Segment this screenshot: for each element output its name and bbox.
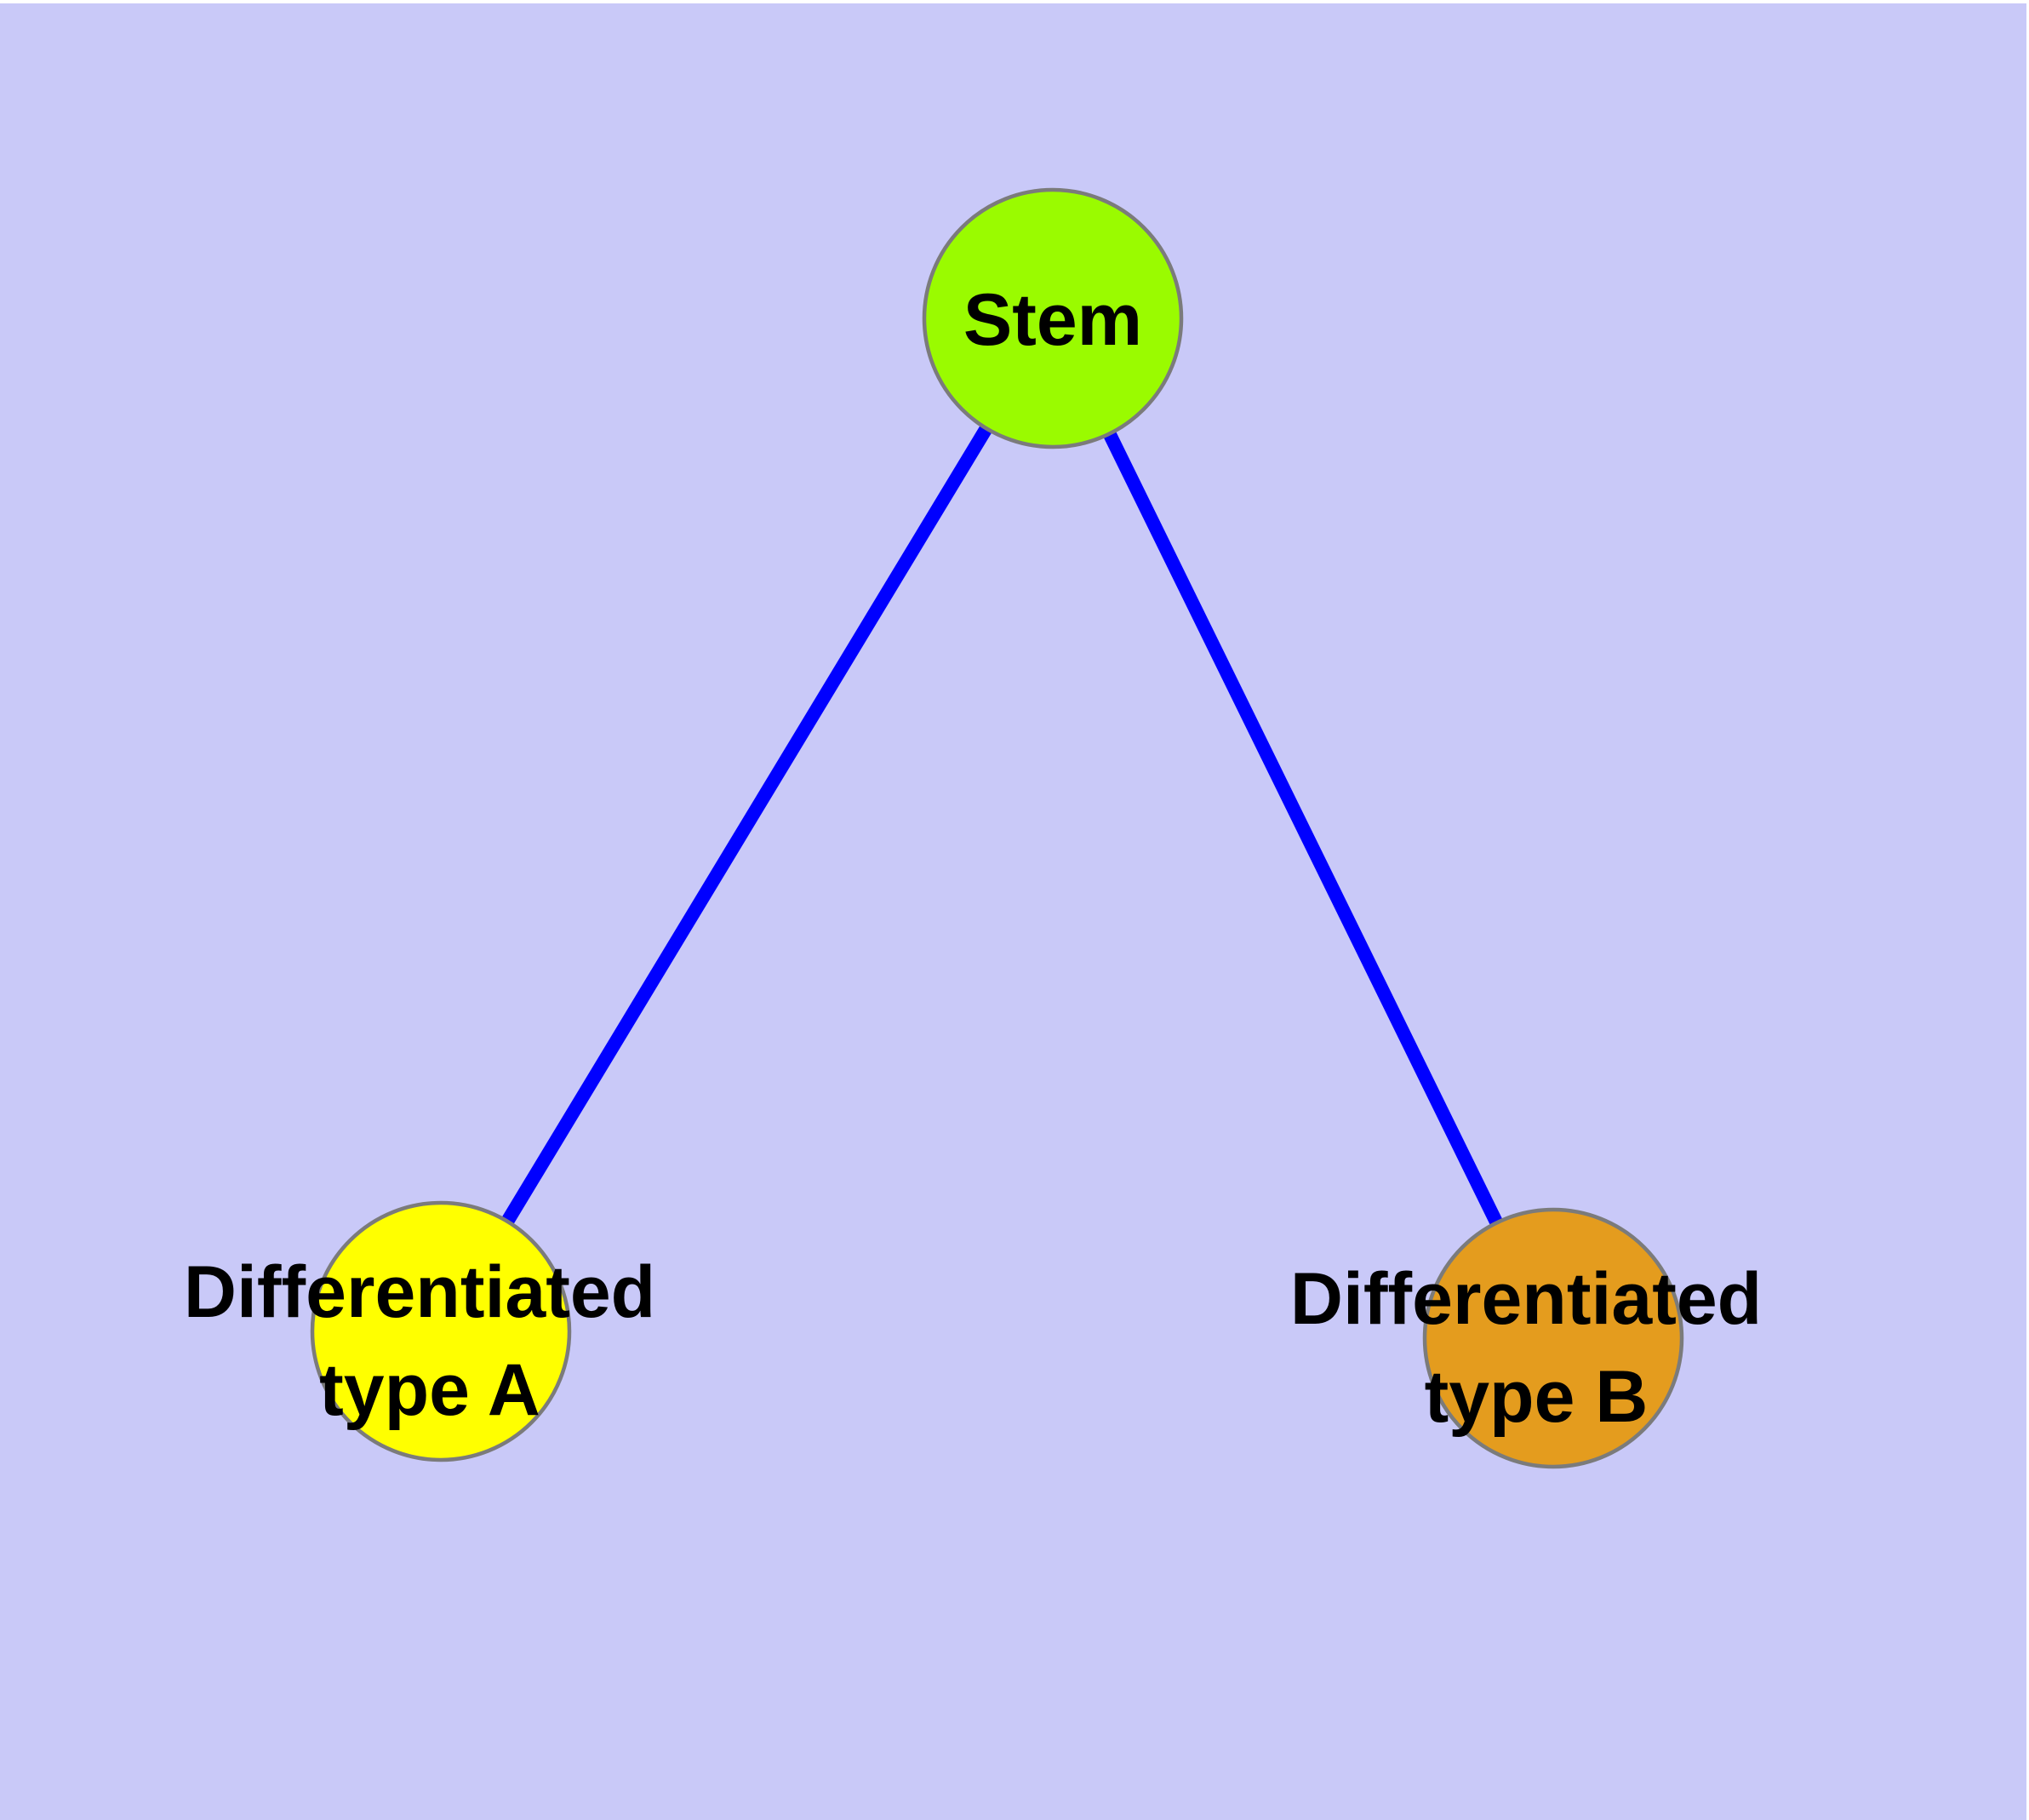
node-stem [922,187,1184,449]
node-type-b-label-line1: Differentiated [1290,1258,1762,1340]
node-type-a-label: Differentiated type A [184,1251,676,1431]
node-type-b-label: Differentiated type B [1290,1258,1782,1438]
node-type-a-label-line2: type A [319,1349,540,1431]
node-differentiated-type-b [1422,1207,1684,1469]
label-group: Stem Differentiated type A Differentiate… [184,279,1782,1438]
node-type-b-label-line2: type B [1425,1356,1649,1438]
edge-stem-to-type-a [435,314,1059,1336]
edge-stem-to-type-b [1046,315,1560,1342]
node-differentiated-type-a [310,1200,572,1462]
node-stem-label: Stem [963,279,1142,361]
node-type-a-label-line1: Differentiated [184,1251,655,1333]
edge-group [435,314,1560,1342]
node-group [310,187,1684,1469]
